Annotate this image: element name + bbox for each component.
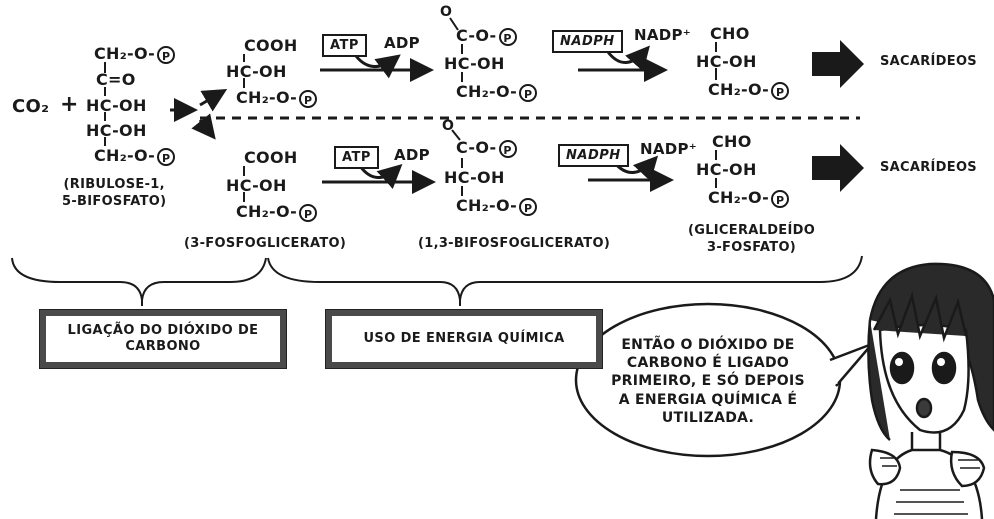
speech-bubble-text: ENTÃO O DIÓXIDO DE CARBONO É LIGADO PRIM… [611, 337, 805, 426]
plus-sign: + [60, 92, 79, 117]
top-reaction-arrows [320, 45, 668, 82]
ribulose-line-2: C=O [96, 70, 136, 89]
bottom-pga-line-1: COOH [244, 148, 298, 167]
bottom-atp-box: ATP [334, 146, 379, 169]
top-product-label: SACARÍDEOS [880, 54, 977, 69]
ribulose-label: (RIBULOSE-1, 5-BIFOSFATO) [62, 177, 167, 209]
top-bpg-line-2: HC-OH [444, 54, 505, 73]
bottom-bpg-bonds [451, 129, 463, 196]
bottom-pga-line-2: HC-OH [226, 176, 287, 195]
brace-fixation [11, 257, 267, 301]
phosphate-icon: P [519, 197, 538, 216]
bottom-g3p-line-1: CHO [712, 132, 752, 151]
ribulose-line-5: CH₂-O-P [94, 146, 176, 166]
bottom-pga-line-3: CH₂-O-P [236, 202, 318, 222]
top-adp-label: ADP [384, 34, 420, 52]
bottom-bpg-oxygen: O [442, 118, 455, 134]
bottom-bpg-line-1: C-O-P [456, 138, 517, 158]
bottom-g3p-line-3: CH₂-O-P [708, 188, 790, 208]
stage-fixation-box: LIGAÇÃO DO DIÓXIDO DE CARBONO [39, 309, 287, 369]
pga-label: (3-FOSFOGLICERATO) [184, 236, 347, 251]
bottom-adp-label: ADP [394, 146, 430, 164]
ribulose-line-1: CH₂-O-P [94, 44, 176, 64]
phosphate-icon: P [771, 81, 790, 100]
top-nadph-box: NADPH [552, 30, 623, 53]
bottom-g3p-line-2: HC-OH [696, 160, 757, 179]
bottom-bpg-line-2: HC-OH [444, 168, 505, 187]
top-bpg-oxygen: O [440, 4, 453, 20]
phosphate-icon: P [157, 147, 176, 166]
top-pga-line-2: HC-OH [226, 62, 287, 81]
stage-energy-box: USO DE ENERGIA QUÍMICA [325, 309, 603, 369]
phosphate-icon: P [519, 83, 538, 102]
big-arrow-bottom [812, 144, 864, 192]
bottom-nadph-box: NADPH [558, 144, 629, 167]
phosphate-icon: P [771, 189, 790, 208]
ribulose-line-3: HC-OH [86, 96, 147, 115]
ribulose-line-4: HC-OH [86, 121, 147, 140]
top-pga-line-3: CH₂-O-P [236, 88, 318, 108]
phosphate-icon: P [299, 89, 318, 108]
bottom-bpg-line-3: CH₂-O-P [456, 196, 538, 216]
g3p-label: (GLICERALDEÍDO 3-FOSFATO) [688, 223, 816, 255]
top-bpg-bonds [449, 17, 463, 82]
bottom-product-label: SACARÍDEOS [880, 160, 977, 175]
brace-energy [267, 255, 863, 301]
speech-bubble-shape [574, 302, 873, 458]
character-illustration [867, 262, 994, 519]
bpg-label: (1,3-BIFOSFOGLICERATO) [418, 236, 611, 251]
top-bpg-line-3: CH₂-O-P [456, 82, 538, 102]
top-atp-box: ATP [322, 34, 367, 57]
top-nadp-label: NADP⁺ [634, 26, 692, 44]
big-arrow-top [812, 40, 864, 88]
co2-formula: CO₂ [12, 96, 50, 117]
phosphate-icon: P [498, 27, 517, 46]
phosphate-icon: P [299, 203, 318, 222]
top-g3p-line-1: CHO [710, 24, 750, 43]
bottom-nadp-label: NADP⁺ [640, 140, 698, 158]
phosphate-icon: P [498, 139, 517, 158]
phosphate-icon: P [157, 45, 176, 64]
top-g3p-line-3: CH₂-O-P [708, 80, 790, 100]
branch-arrows [170, 88, 228, 140]
top-pga-line-1: COOH [244, 36, 298, 55]
top-bpg-line-1: C-O-P [456, 26, 517, 46]
top-g3p-line-2: HC-OH [696, 52, 757, 71]
